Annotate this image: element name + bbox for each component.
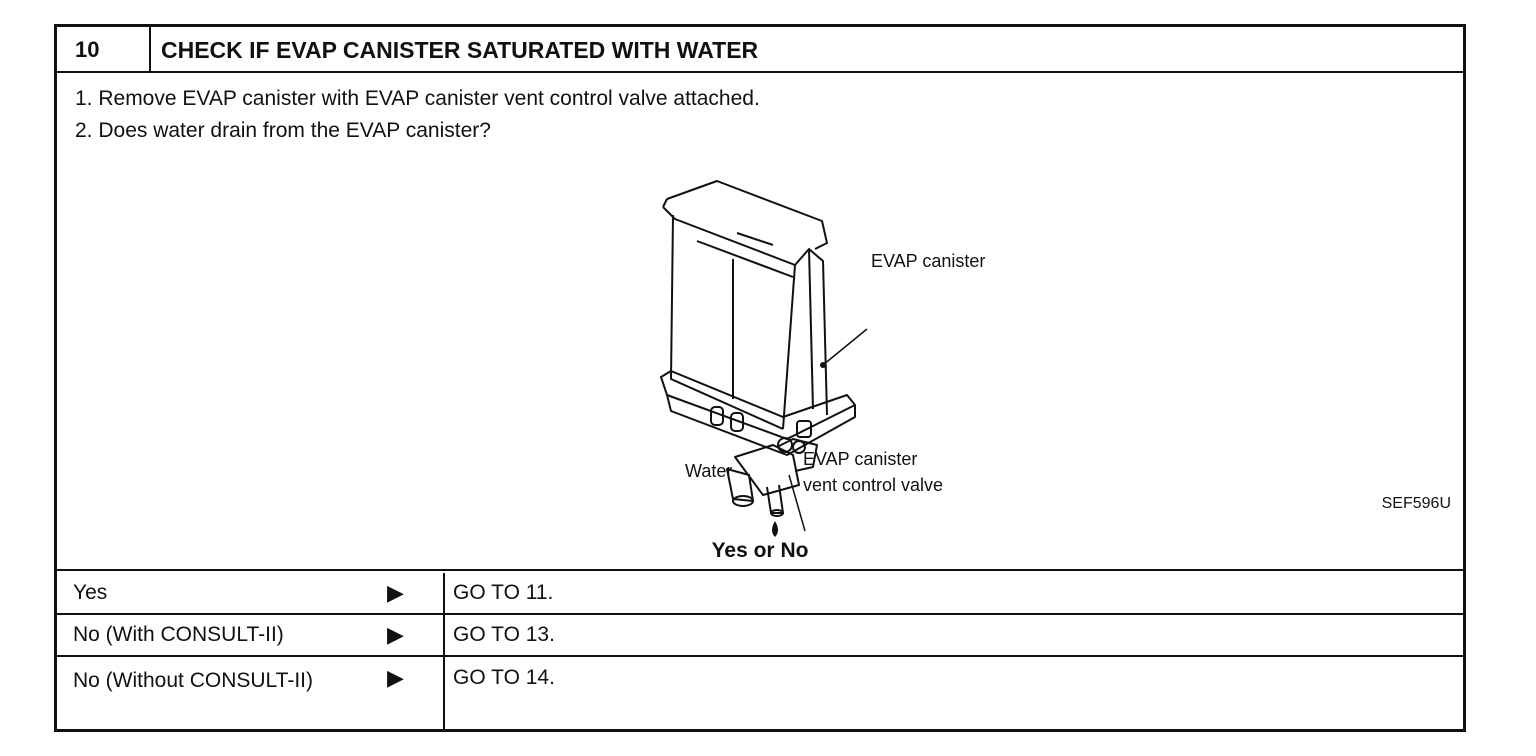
figure-id: SEF596U <box>1381 495 1451 512</box>
water-label: Water <box>685 461 733 481</box>
arrow-icon: ▶ <box>387 622 404 647</box>
answer-divider <box>443 573 445 613</box>
instruction-list: 1. Remove EVAP canister with EVAP canist… <box>75 83 760 147</box>
valve-label-line1: EVAP canister <box>803 449 918 469</box>
procedure-table: 10 CHECK IF EVAP CANISTER SATURATED WITH… <box>54 24 1466 732</box>
answer-divider <box>443 615 445 655</box>
answer-row: No (With CONSULT-II) ▶ GO TO 13. <box>57 615 1463 657</box>
answer-row: Yes ▶ GO TO 11. <box>57 573 1463 615</box>
answer-label: No (With CONSULT-II) <box>73 623 284 646</box>
canister-label: EVAP canister <box>871 251 986 271</box>
arrow-icon: ▶ <box>387 665 404 690</box>
instruction-item: 1. Remove EVAP canister with EVAP canist… <box>75 87 760 110</box>
answer-result: GO TO 14. <box>453 666 555 689</box>
answer-label: Yes <box>73 581 108 604</box>
step-title: CHECK IF EVAP CANISTER SATURATED WITH WA… <box>161 37 759 63</box>
canister-drawing <box>660 180 868 537</box>
answer-result: GO TO 13. <box>453 623 555 646</box>
instruction-item: 2. Does water drain from the EVAP canist… <box>75 119 491 142</box>
answer-result: GO TO 11. <box>453 581 554 604</box>
answer-row: No (Without CONSULT-II) ▶ GO TO 14. <box>57 657 1463 729</box>
answer-divider <box>443 657 445 729</box>
canister-illustration <box>587 149 1017 539</box>
question-text: Yes or No <box>711 539 809 562</box>
step-body: 1. Remove EVAP canister with EVAP canist… <box>57 73 1463 571</box>
answer-label: No (Without CONSULT-II) <box>73 669 313 692</box>
valve-label-line2: vent control valve <box>803 475 944 495</box>
arrow-icon: ▶ <box>387 580 404 605</box>
step-number: 10 <box>57 27 151 71</box>
step-header: 10 CHECK IF EVAP CANISTER SATURATED WITH… <box>57 27 1463 73</box>
